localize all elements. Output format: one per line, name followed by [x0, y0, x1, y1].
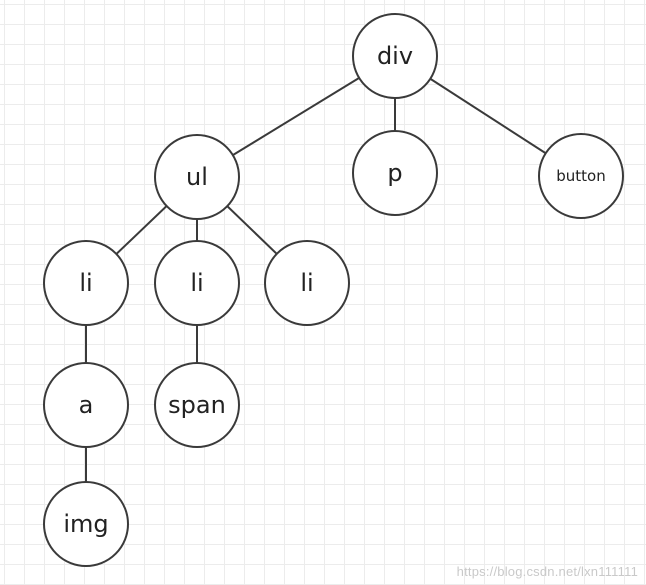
node-label-li2: li	[190, 269, 203, 297]
node-label-ul: ul	[186, 163, 208, 191]
node-span: span	[154, 362, 240, 448]
node-label-div: div	[377, 42, 413, 70]
node-label-a: a	[79, 391, 94, 419]
node-circle-li2	[154, 240, 240, 326]
node-li1: li	[43, 240, 129, 326]
node-circle-a	[43, 362, 129, 448]
node-circle-img	[43, 481, 129, 567]
node-label-button: button	[556, 167, 605, 185]
node-circle-li3	[264, 240, 350, 326]
watermark-text: https://blog.csdn.net/lxn111111	[456, 564, 638, 579]
node-li2: li	[154, 240, 240, 326]
node-label-img: img	[63, 510, 108, 538]
node-circle-span	[154, 362, 240, 448]
node-label-li3: li	[300, 269, 313, 297]
node-circle-ul	[154, 134, 240, 220]
node-circle-div	[352, 13, 438, 99]
node-label-span: span	[168, 391, 226, 419]
nodes-layer: div ul p button li li li a span img	[43, 13, 624, 567]
node-circle-button	[538, 133, 624, 219]
node-a: a	[43, 362, 129, 448]
node-img: img	[43, 481, 129, 567]
node-label-li1: li	[79, 269, 92, 297]
node-div: div	[352, 13, 438, 99]
node-ul: ul	[154, 134, 240, 220]
node-label-p: p	[387, 159, 402, 187]
node-circle-li1	[43, 240, 129, 326]
node-button: button	[538, 133, 624, 219]
node-circle-p	[352, 130, 438, 216]
node-li3: li	[264, 240, 350, 326]
node-p: p	[352, 130, 438, 216]
